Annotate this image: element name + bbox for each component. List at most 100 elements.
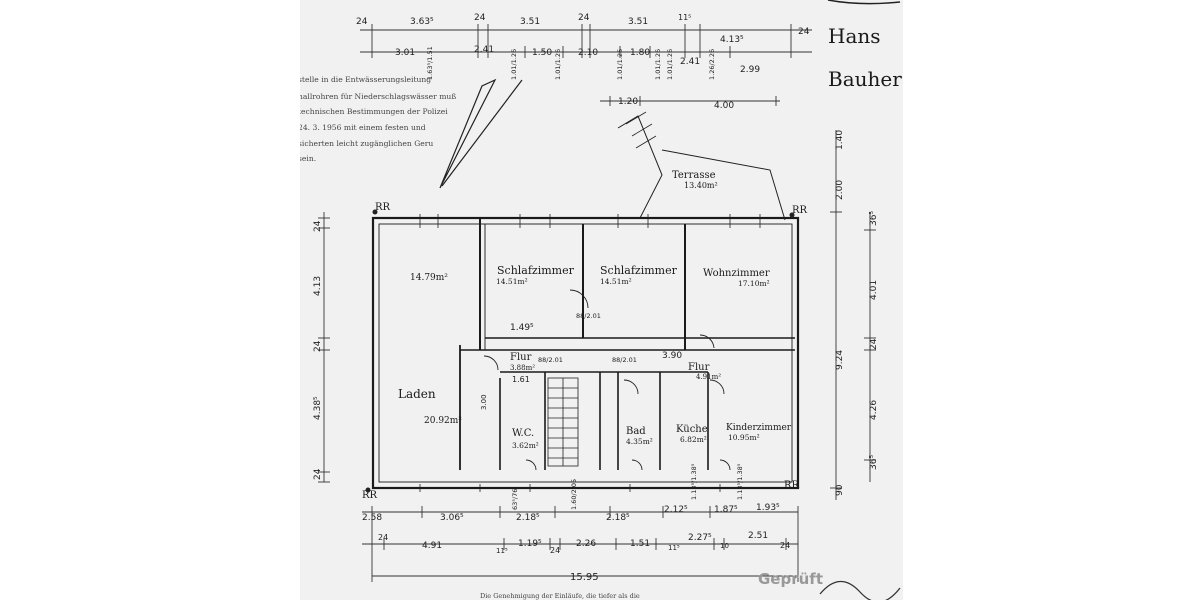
top-dimension-lines bbox=[360, 24, 812, 106]
dim-top2-5: 1.80 bbox=[630, 48, 650, 58]
room-flur2-label: Flur bbox=[688, 362, 710, 373]
dim-total-length: 15.95 bbox=[570, 572, 599, 583]
terrace-steps bbox=[617, 115, 663, 219]
notice-line: 24. 3. 1956 mit einem festen und bbox=[300, 123, 426, 132]
dim-top3-1: 1.20 bbox=[618, 97, 638, 107]
dim-door: 88/2.01 bbox=[538, 356, 563, 364]
dim-bottom2-2: 4.91 bbox=[422, 541, 442, 551]
dim-bottom-4: 2.18⁵ bbox=[606, 513, 630, 523]
dim-top2-6: 2.41 bbox=[680, 57, 700, 67]
room-wohn-area: 17.10m² bbox=[738, 279, 770, 288]
window-marks bbox=[419, 214, 761, 492]
dim-bottom-opening: 1.60/2.05 bbox=[570, 479, 578, 510]
dim-bottom2-6: 2.26 bbox=[576, 539, 596, 549]
terrace-step-lines bbox=[625, 111, 657, 149]
dim-opening: 1.01/1.26 bbox=[666, 49, 674, 80]
dim-right-inner-5: 36⁵ bbox=[869, 455, 879, 470]
dim-opening: 1.63⁵/1.51 bbox=[426, 46, 434, 80]
floor-plan-drawing: Hans Bauher stelle in die Entwässerungsl… bbox=[300, 0, 902, 600]
dim-opening: 1.01/1.26 bbox=[654, 49, 662, 80]
plan-sheet: Hans Bauher stelle in die Entwässerungsl… bbox=[300, 0, 903, 600]
dim-flur-length: 1.49⁵ bbox=[510, 323, 534, 333]
room-left-top-area: 14.79m² bbox=[410, 273, 448, 283]
dim-bottom2-5: 24 bbox=[550, 546, 560, 555]
rr-marker: RR bbox=[792, 205, 808, 216]
room-kinder-area: 10.95m² bbox=[728, 433, 760, 442]
room-wc-area: 3.62m² bbox=[512, 441, 539, 450]
dim-door: 88/2.01 bbox=[612, 356, 637, 364]
room-laden-label: Laden bbox=[398, 387, 436, 401]
terrace-outline bbox=[661, 149, 786, 221]
room-flur1-label: Flur bbox=[510, 352, 532, 363]
signature-scribble bbox=[819, 580, 901, 600]
dim-top2-2: 2.41 bbox=[474, 45, 494, 55]
room-flur2-area: 4.91m² bbox=[696, 373, 721, 381]
dim-bottom-3: 2.18⁵ bbox=[516, 513, 540, 523]
rr-point bbox=[789, 212, 795, 218]
dim-right-4: 90 bbox=[835, 484, 845, 496]
dim-top2-3: 1.50 bbox=[532, 48, 552, 58]
room-schlaf2-area: 14.51m² bbox=[600, 277, 632, 286]
dim-bottom-1: 2.58 bbox=[362, 513, 382, 523]
rr-point bbox=[365, 487, 371, 493]
regulation-notice: stelle in die Entwässerungsleitung hallr… bbox=[300, 75, 456, 163]
dim-right-inner-1: 36⁵ bbox=[869, 211, 879, 226]
dim-right-inner-2: 4.01 bbox=[869, 280, 879, 300]
room-kinder-label: Kinderzimmer bbox=[726, 423, 792, 433]
dim-bottom-opening: 1.13⁵/1.38⁵ bbox=[736, 463, 744, 500]
room-wohn-label: Wohnzimmer bbox=[703, 268, 770, 279]
dim-bottom2-8: 11⁵ bbox=[668, 544, 680, 552]
dim-top-9: 24 bbox=[798, 27, 810, 37]
dim-bottom2-9: 2.27⁵ bbox=[688, 533, 712, 543]
dim-bottom-7: 1.93⁵ bbox=[756, 503, 780, 513]
dim-opening: 1.01/1.26 bbox=[616, 49, 624, 80]
dim-right-1: 1.40 bbox=[835, 130, 845, 150]
rr-marker: RR bbox=[375, 202, 391, 213]
door-swings bbox=[483, 289, 731, 471]
dim-bottom-opening: 1.13⁵/1.38⁵ bbox=[690, 463, 698, 500]
dim-bottom-opening: 63⁵/76 bbox=[511, 489, 519, 510]
dim-top2-7: 2.99 bbox=[740, 65, 760, 75]
dim-300: 3.00 bbox=[480, 394, 488, 410]
header-word-bauher: Bauher bbox=[828, 67, 902, 91]
rr-point bbox=[372, 209, 378, 215]
dim-bottom2-7: 1.51 bbox=[630, 539, 650, 549]
notice-line: sein. bbox=[300, 154, 316, 163]
notice-line: hallrohren für Niederschlagswässer muß bbox=[300, 92, 456, 101]
bottom-dimension-lines bbox=[362, 506, 799, 582]
room-kueche-area: 6.82m² bbox=[680, 435, 707, 444]
dim-top-4: 3.51 bbox=[520, 17, 540, 27]
dim-right-inner-4: 4.26 bbox=[869, 400, 879, 420]
dim-door: 88/2.01 bbox=[576, 312, 601, 320]
notice-line: sicherten leicht zugänglichen Geru bbox=[300, 139, 433, 148]
dim-right-2: 2.00 bbox=[835, 180, 845, 200]
north-arrow-line bbox=[441, 79, 523, 187]
dim-opening: 1.01/1.26 bbox=[554, 49, 562, 80]
dim-left-1: 24 bbox=[313, 220, 323, 232]
room-bad-area: 4.35m² bbox=[626, 437, 653, 446]
building-walls bbox=[371, 216, 800, 490]
dim-top2-1: 3.01 bbox=[395, 48, 415, 58]
dim-top3-2: 4.00 bbox=[714, 101, 734, 111]
dim-top-8: 4.13⁵ bbox=[720, 35, 744, 45]
dim-opening: 1.26/2.26 bbox=[708, 49, 716, 80]
dim-left-3: 24 bbox=[313, 340, 323, 352]
dim-top-2: 3.63⁵ bbox=[410, 17, 434, 27]
room-wc-label: W.C. bbox=[512, 428, 534, 439]
footer-note: Die Genehmigung der Einläufe, die tiefer… bbox=[480, 592, 640, 600]
dim-bottom2-11: 2.51 bbox=[748, 531, 768, 541]
header-word-hans: Hans bbox=[828, 24, 881, 48]
dim-bottom2-1: 24 bbox=[378, 533, 388, 542]
dim-right-inner-3: 24 bbox=[869, 338, 879, 350]
dim-left-5: 24 bbox=[313, 468, 323, 480]
stair-icon bbox=[547, 377, 579, 467]
room-schlaf1-area: 14.51m² bbox=[496, 277, 528, 286]
room-schlaf1-label: Schlafzimmer bbox=[497, 264, 575, 277]
right-dimension-lines bbox=[830, 130, 876, 500]
dim-left-2: 4.13 bbox=[313, 276, 323, 296]
dim-bottom2-3: 11⁵ bbox=[496, 547, 508, 555]
approval-stamp: Geprüft bbox=[758, 570, 823, 588]
room-laden-area: 20.92m² bbox=[424, 416, 462, 426]
dim-bottom-6: 1.87⁵ bbox=[714, 505, 738, 515]
room-flur1-area: 3.88m² bbox=[510, 364, 535, 372]
